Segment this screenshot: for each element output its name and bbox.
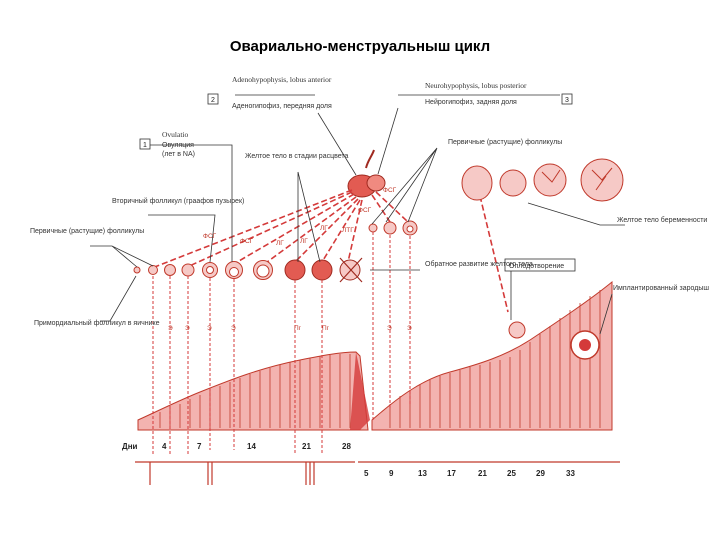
day-axis: Дни 4 7 14 21 28 5 9 13 17 21 25 29 33 [122, 442, 620, 485]
label-adeno-lat: Adenohypophysis, lobus anterior [232, 75, 332, 84]
day-5: 5 [364, 469, 369, 478]
endometrium-second-cycle [371, 280, 613, 431]
day-29: 29 [536, 469, 545, 478]
corpus-luteum-2 [311, 259, 333, 281]
day-25: 25 [507, 469, 516, 478]
day-13: 13 [418, 469, 427, 478]
label-regression: Обратное развитие желтого тела [425, 260, 533, 268]
label-fertilization: Оплодотворение [509, 263, 564, 270]
page-title: Овариально-менструальныш цикл [229, 38, 491, 55]
label-primary-foll: Первичные (растущие) фолликулы [30, 228, 144, 235]
label-neuro-ru: Нейрогипофиз, задняя доля [425, 98, 517, 106]
endometrium-glands [159, 290, 601, 428]
label-ovul-ru: Овуляция [162, 142, 194, 149]
label-ovul-note: (лет в NA) [162, 151, 195, 158]
day-28: 28 [342, 442, 351, 451]
hormone-lg-2: ЛГ [300, 238, 308, 245]
label-primary-foll-right: Первичные (растущие) фолликулы [448, 139, 562, 146]
hormone-e-3: Э [207, 325, 212, 332]
hormone-e-1: Э [168, 325, 173, 332]
number-boxes: 2 3 1 [139, 93, 576, 272]
label-primordial: Примордиальный фолликул в яичнике [34, 319, 160, 327]
label-adeno-ru: Аденогипофиз, передняя доля [232, 103, 332, 110]
hormone-lg-3: ЛГ [320, 225, 328, 232]
endometrium-first-cycle [137, 351, 369, 431]
follicle-right-1 [368, 223, 378, 233]
embryo-core [579, 339, 591, 351]
corpus-luteum-1 [284, 259, 306, 281]
hormone-e-2: Э [185, 325, 190, 332]
hormone-pg-2: Пг [322, 325, 330, 332]
label-corpus-luteum: Желтое тело в стадии расцвета [245, 153, 349, 160]
label-neuro-lat: Neurohypophysis, lobus posterior [425, 81, 527, 90]
pituitary-gland [347, 149, 386, 198]
day-14: 14 [247, 442, 256, 451]
follicle-3 [164, 264, 176, 276]
hormone-ltg: ЛТГ [342, 227, 354, 234]
label-corpus-preg: Желтое тело беременности [617, 216, 707, 224]
fertilized-egg [508, 321, 526, 339]
day-21: 21 [302, 442, 311, 451]
hormone-labels: ФСГ ФСГ ЛГ ЛГ ЛГ ЛТГ ФСГ ФСГ Э Э Э Э Пг … [168, 187, 412, 332]
labels: Adenohypophysis, lobus anterior Аденогип… [30, 75, 709, 327]
follicle-4 [181, 263, 195, 277]
hormone-arrows [151, 189, 509, 313]
hormone-fsg-3: ФСГ [358, 207, 372, 214]
hormone-fsg-4: ФСГ [383, 187, 397, 194]
day-33: 33 [566, 469, 575, 478]
hormone-fsg-2: ФСГ [240, 238, 254, 245]
label-implanted: Имплантированный зародыш [613, 284, 709, 292]
follicle-1 [133, 266, 141, 274]
hormone-e-4: Э [231, 325, 236, 332]
day-7: 7 [197, 442, 202, 451]
vertical-lines [152, 232, 411, 455]
follicle-right-2 [383, 221, 397, 235]
label-secondary-foll: Вторичный фолликул (граафов пузырек) [112, 197, 244, 205]
hormone-e-6: Э [407, 325, 412, 332]
hormone-lg-1: ЛГ [276, 240, 284, 247]
box-3-label: 3 [565, 97, 569, 104]
box-1-label: 1 [143, 142, 147, 149]
day-9: 9 [389, 469, 394, 478]
leader-lines [90, 94, 625, 335]
hormone-e-5: Э [387, 325, 392, 332]
corpus-luteum-pregnancy-row [461, 158, 624, 202]
hormone-pg-1: Пг [294, 325, 302, 332]
endometrium [137, 280, 613, 431]
follicle-row [133, 220, 418, 283]
label-ovul-lat: Ovulatio [162, 130, 188, 139]
day-4: 4 [162, 442, 167, 451]
endometrium-menstruation [350, 352, 370, 430]
follicle-2 [148, 265, 158, 275]
hormone-fsg-1: ФСГ [203, 233, 217, 240]
days-label: Дни [122, 442, 138, 451]
box-2-label: 2 [211, 97, 215, 104]
day-21b: 21 [478, 469, 487, 478]
day-17: 17 [447, 469, 456, 478]
